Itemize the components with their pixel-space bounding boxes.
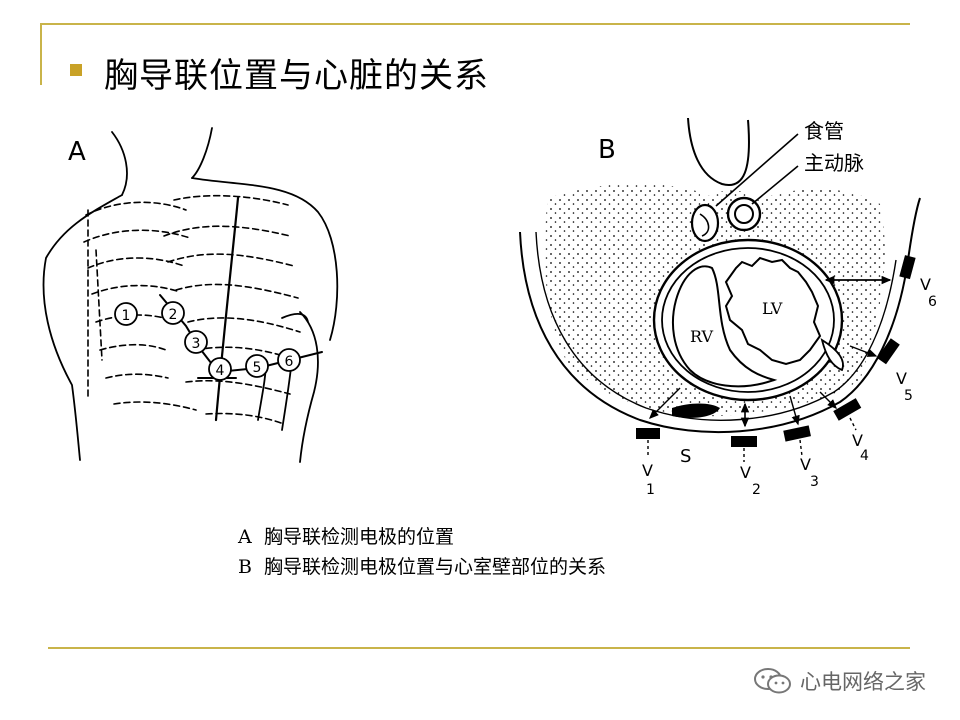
lead-sub-v4: 4 xyxy=(860,448,869,464)
lead-sub-v1: 1 xyxy=(646,482,655,498)
axilla-line xyxy=(281,313,309,323)
lead-sub-v5: 5 xyxy=(904,388,913,404)
electrode-circle xyxy=(245,354,269,378)
caption-b-text: 胸导联检测电极位置与心室壁部位的关系 xyxy=(264,556,607,578)
lead-sub-v2: 2 xyxy=(752,482,761,498)
panel-a-label: A xyxy=(68,137,86,167)
sternum xyxy=(672,403,720,418)
lead-pad xyxy=(731,436,757,447)
lead-pad xyxy=(783,425,811,442)
electrode-circle xyxy=(114,302,138,326)
caption-b-key: B xyxy=(238,556,252,578)
esophagus-label: 食管 xyxy=(804,119,844,143)
electrode-circle xyxy=(161,301,185,325)
lead-label-v2: V xyxy=(740,463,751,482)
electrodes: 1 2 3 4 5 6 xyxy=(114,301,301,381)
lead-pad xyxy=(636,428,660,439)
lead-sub-v3: 3 xyxy=(810,474,819,490)
caption-a-text: 胸导联检测电极的位置 xyxy=(264,526,455,548)
distance-arrows xyxy=(649,275,892,428)
lead-labels: V 1 V 2 V 3 V 4 V 5 V 6 xyxy=(642,275,937,498)
ribs xyxy=(83,194,301,425)
bottom-rule xyxy=(48,647,910,649)
electrode-number: 2 xyxy=(169,307,178,323)
caption-b: B 胸导联检测电极位置与心室壁部位的关系 xyxy=(238,552,606,579)
esophagus xyxy=(690,203,720,243)
torso-right-outline xyxy=(191,177,339,341)
wechat-icon xyxy=(754,668,791,694)
left-rule xyxy=(40,23,42,85)
aorta-pointer xyxy=(751,165,799,205)
lead-label-v4: V xyxy=(852,431,863,450)
electrode-number: 3 xyxy=(192,336,201,352)
sternum-label: S xyxy=(680,446,691,467)
lv-label: LV xyxy=(762,299,783,318)
left-ventricle xyxy=(724,256,822,366)
top-rule xyxy=(42,23,910,25)
esophagus-pointer xyxy=(715,133,799,207)
caption-a: A 胸导联检测电极的位置 xyxy=(238,522,454,549)
lead-pad xyxy=(877,338,900,365)
lead-sub-v6: 6 xyxy=(928,294,937,310)
arm-line xyxy=(299,311,319,463)
electrode-circle xyxy=(277,348,301,372)
lead-label-v1: V xyxy=(642,461,653,480)
watermark-text: 心电网络之家 xyxy=(800,670,926,694)
aorta-label: 主动脉 xyxy=(804,151,864,175)
electrode-number: 5 xyxy=(253,360,262,376)
lead-pad xyxy=(833,398,862,421)
electrode-number: 4 xyxy=(216,363,225,379)
midline xyxy=(214,196,240,422)
electrode-circle xyxy=(184,330,208,354)
electrode-number: 6 xyxy=(285,354,294,370)
panel-a: A xyxy=(42,127,339,463)
lead-label-v3: V xyxy=(800,455,811,474)
lead-label-v5: V xyxy=(896,369,907,388)
caption-a-key: A xyxy=(238,526,252,548)
torso-left-outline xyxy=(42,194,123,461)
rv-label: RV xyxy=(690,327,713,346)
lead-pad xyxy=(899,255,916,280)
lead-label-v6: V xyxy=(920,275,931,294)
neck-right-line xyxy=(191,127,213,179)
watermark: 心电网络之家 xyxy=(752,666,926,696)
electrode-number: 1 xyxy=(122,308,131,324)
panel-b: B 食管 主动脉 LV RV S xyxy=(519,117,937,498)
title-bullet xyxy=(70,64,82,76)
panel-b-label: B xyxy=(598,135,616,165)
slide-title: 胸导联位置与心脏的关系 xyxy=(104,56,489,96)
neck-left-line xyxy=(111,131,128,196)
right-ventricle xyxy=(671,265,778,388)
trachea-outline xyxy=(687,117,750,187)
electrode-circle xyxy=(208,357,232,381)
